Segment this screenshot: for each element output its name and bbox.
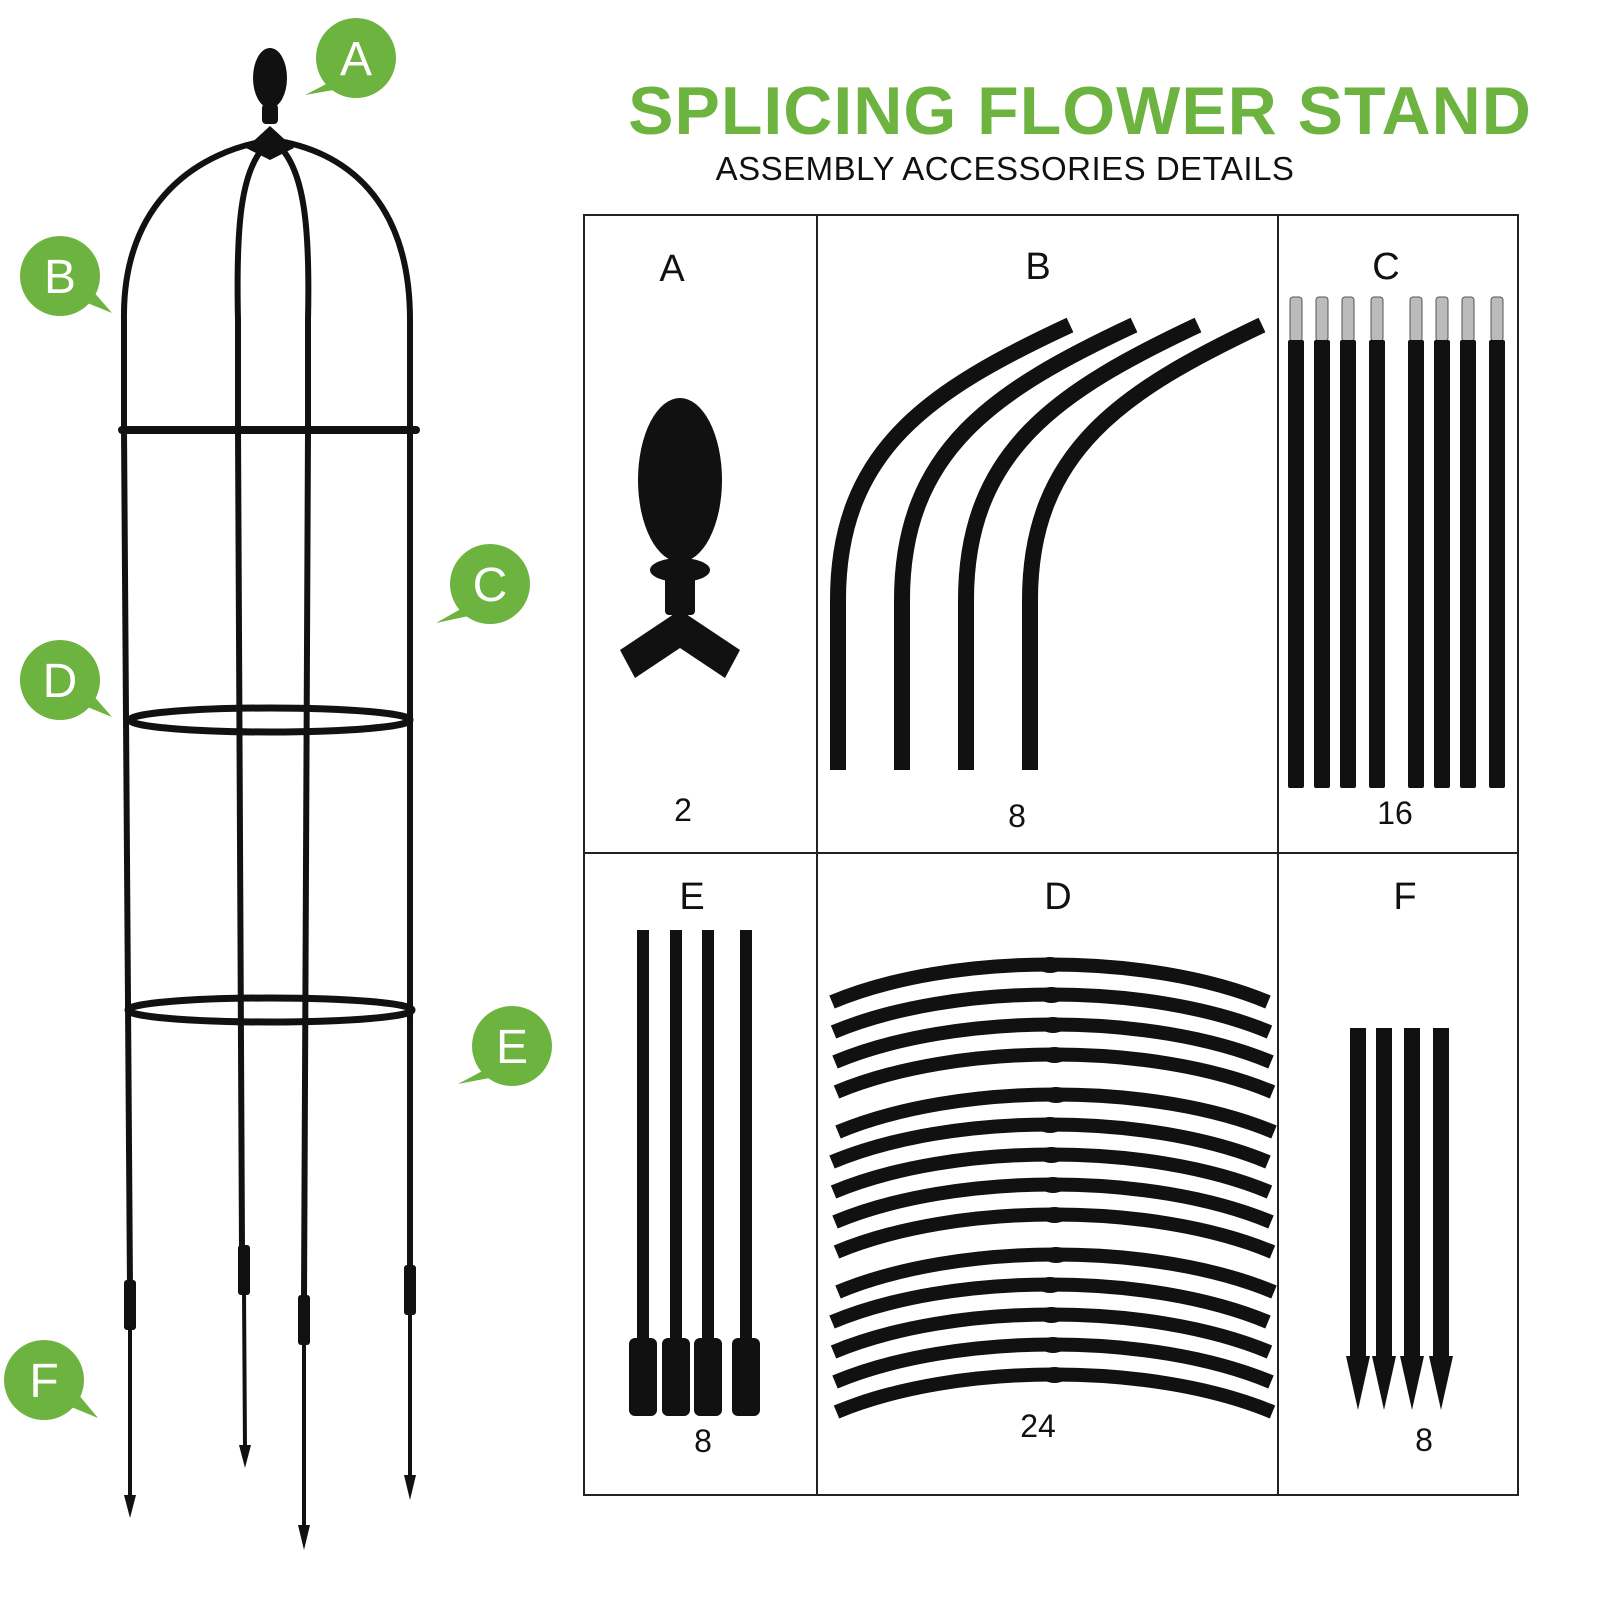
- part-letter: A: [659, 248, 685, 290]
- ground-stake-icon: [1346, 1028, 1453, 1410]
- ring-hub: [1038, 1147, 1065, 1163]
- curved-rod-icon: [830, 317, 1266, 770]
- stake-tip: [1372, 1356, 1396, 1410]
- callout-letter: D: [43, 655, 78, 708]
- part-cell-e: [583, 854, 818, 1496]
- pole-body: [670, 930, 682, 1340]
- ring-segment-icon: [829, 957, 1277, 1419]
- socket-pole-icon: [629, 930, 760, 1416]
- page-title: SPLICING FLOWER STAND: [628, 73, 1532, 149]
- ring-hub: [1041, 1207, 1068, 1223]
- pole-body: [1314, 340, 1330, 788]
- callout-letter: B: [44, 251, 76, 304]
- part-letter: B: [1025, 246, 1051, 288]
- pole-socket: [732, 1338, 760, 1416]
- pole-socket: [662, 1338, 690, 1416]
- pole-metal-tip: [1370, 296, 1384, 342]
- pole-body: [1288, 340, 1304, 788]
- callout-bubble-b: B: [20, 236, 112, 316]
- pole-body: [1460, 340, 1476, 788]
- ring-hub: [1038, 987, 1065, 1003]
- callout-letter: A: [340, 33, 372, 86]
- stake-body: [1350, 1028, 1366, 1358]
- pole-metal-tip: [1289, 296, 1303, 342]
- callout-letter: E: [496, 1021, 528, 1074]
- stake-tip: [1429, 1356, 1453, 1410]
- callout-layer: A B C D E F: [4, 18, 552, 1420]
- assembled-stand-illustration: [118, 48, 420, 1550]
- ring-hub: [1041, 1367, 1068, 1383]
- pole-socket: [629, 1338, 657, 1416]
- pole-body: [1340, 340, 1356, 788]
- part-quantity: 24: [1020, 1408, 1056, 1444]
- pole-body: [1489, 340, 1505, 788]
- ring-hub: [1043, 1247, 1069, 1263]
- part-cell-a: [583, 214, 818, 854]
- ring-hub: [1037, 1277, 1063, 1293]
- part-cell-c: [1279, 214, 1519, 854]
- page-subtitle: ASSEMBLY ACCESSORIES DETAILS: [715, 150, 1295, 187]
- ring-hub: [1040, 1017, 1066, 1033]
- ring-hub: [1040, 1177, 1066, 1193]
- pole-metal-tip: [1409, 296, 1423, 342]
- pole-metal-tip: [1341, 296, 1355, 342]
- stake-tip: [1346, 1356, 1370, 1410]
- pole-body: [740, 930, 752, 1340]
- ring-hub: [1037, 957, 1063, 973]
- pole-body: [1434, 340, 1450, 788]
- straight-pole-icon: [1288, 296, 1505, 788]
- part-quantity: 16: [1377, 795, 1413, 831]
- pole-body: [702, 930, 714, 1340]
- pole-body: [637, 930, 649, 1340]
- stake-tip: [1400, 1356, 1424, 1410]
- part-quantity: 8: [1415, 1422, 1433, 1458]
- stake-body: [1376, 1028, 1392, 1358]
- part-quantity: 8: [1008, 798, 1026, 834]
- stake-body: [1433, 1028, 1449, 1358]
- pole-body: [1408, 340, 1424, 788]
- callout-bubble-c: C: [436, 544, 530, 624]
- part-cell-f: [1279, 854, 1519, 1496]
- finial-connector-icon: [620, 398, 740, 678]
- callout-bubble-e: E: [458, 1006, 552, 1086]
- part-letter: D: [1044, 876, 1072, 918]
- callout-letter: C: [473, 559, 508, 612]
- callout-bubble-d: D: [20, 640, 112, 720]
- callout-bubble-f: F: [4, 1340, 98, 1420]
- pole-metal-tip: [1435, 296, 1449, 342]
- pole-socket: [694, 1338, 722, 1416]
- part-quantity: 2: [674, 792, 692, 828]
- part-quantity: 8: [694, 1423, 712, 1459]
- ring-hub: [1037, 1117, 1063, 1133]
- pole-metal-tip: [1461, 296, 1475, 342]
- callout-bubble-a: A: [305, 18, 396, 98]
- part-letter: C: [1372, 246, 1400, 288]
- ring-hub: [1043, 1087, 1069, 1103]
- ring-hub: [1041, 1047, 1068, 1063]
- stake-body: [1404, 1028, 1420, 1358]
- pole-metal-tip: [1490, 296, 1504, 342]
- part-cell-d: [818, 854, 1279, 1496]
- callout-letter: F: [29, 1355, 58, 1408]
- pole-body: [1369, 340, 1385, 788]
- ring-hub: [1040, 1337, 1066, 1353]
- part-letter: F: [1393, 876, 1417, 918]
- ring-hub: [1038, 1307, 1065, 1323]
- pole-metal-tip: [1315, 296, 1329, 342]
- part-cell-b: [818, 214, 1279, 854]
- part-letter: E: [679, 876, 705, 918]
